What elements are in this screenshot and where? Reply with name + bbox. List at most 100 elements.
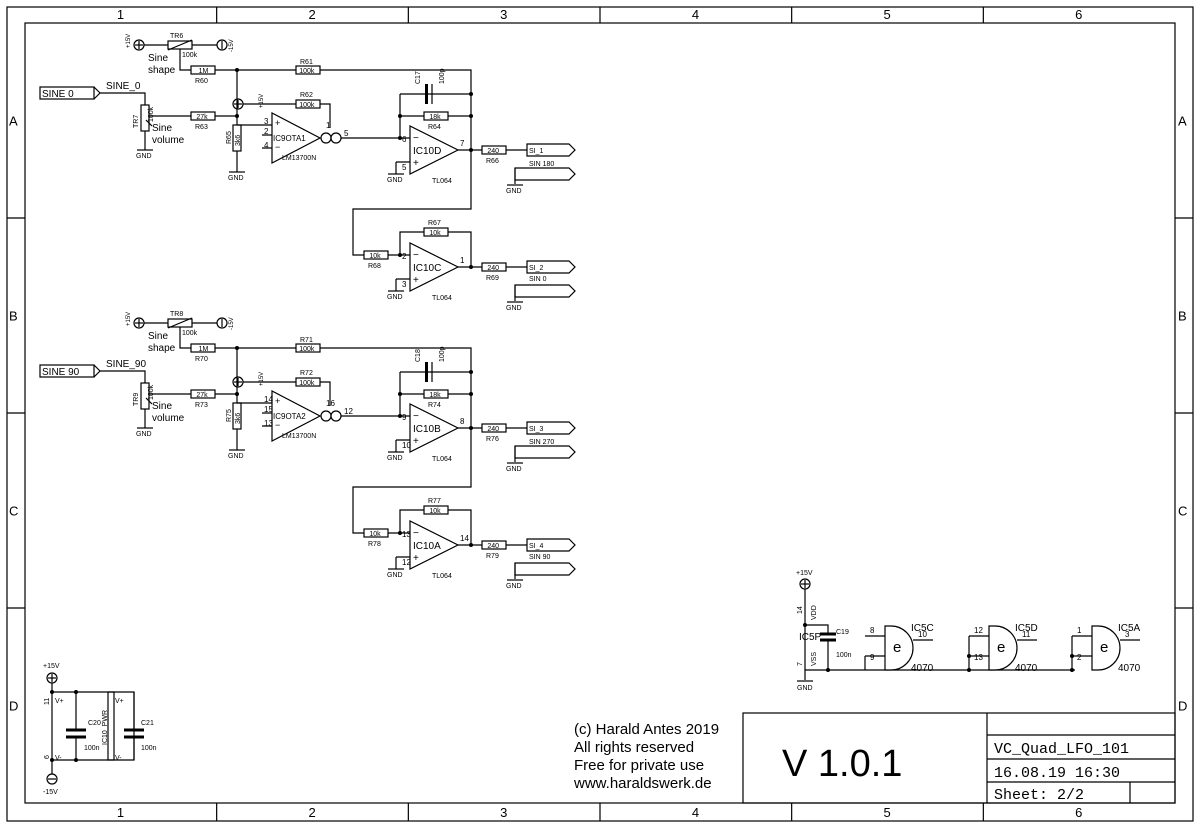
gates-pos-label: +15V xyxy=(796,570,813,577)
pwr-vplus-1: V+ xyxy=(55,698,64,705)
ground-label: GND xyxy=(506,466,522,473)
opamp-a-part: TL064 xyxy=(432,178,452,185)
wire xyxy=(243,381,331,406)
ota-plus: + xyxy=(275,396,280,406)
resistor-27k-ref: R63 xyxy=(195,124,208,131)
resistor-inv-fb xyxy=(423,227,449,237)
output-port-a xyxy=(526,421,576,435)
ic10-power-section: +15V C20 100n C21 100n V+ V- V+ V- IC10_… xyxy=(43,663,157,796)
xor-input-wire xyxy=(1072,635,1092,657)
c21-ref: C21 xyxy=(141,720,154,727)
copyright-line-2: All rights reserved xyxy=(574,739,694,756)
output-port-a-gnd xyxy=(514,167,576,181)
resistor-18k xyxy=(423,111,449,121)
copyright-line-4: www.haraldswerk.de xyxy=(573,775,712,792)
resistor-1m-ref: R60 xyxy=(195,78,208,85)
volume-trimpot-ref: TR9 xyxy=(133,393,140,406)
pwr-pin-pos: 11 xyxy=(44,698,51,705)
resistor-1m-value: 1M xyxy=(199,68,209,75)
ota-part: LM13700N xyxy=(282,155,316,162)
xor-gate-ref: IC5C xyxy=(911,623,934,634)
ground-label: GND xyxy=(228,453,244,460)
wire xyxy=(352,150,472,256)
ota-minus: − xyxy=(275,142,280,152)
wire xyxy=(395,439,410,452)
resistor-feedback-ref: R71 xyxy=(300,337,313,344)
sheet-label: Sheet: 2/2 xyxy=(994,787,1084,804)
xor-gate-part: 4070 xyxy=(911,663,934,674)
frame-row-label-left: C xyxy=(9,504,18,519)
sine-0-shaper-section: SINE 0SINE_0100kTR7GNDSinevolume27kR63+1… xyxy=(39,33,576,312)
wire xyxy=(395,556,410,569)
title-block: V 1.0.1 VC_Quad_LFO_101 16.08.19 16:30 S… xyxy=(742,712,1176,804)
xor-gate-body xyxy=(884,625,914,671)
ota-ref: IC9OTA2 xyxy=(273,412,306,421)
frame-column-label-bottom: 5 xyxy=(884,805,891,820)
junction-dot xyxy=(469,543,473,547)
frame-column-label-top: 2 xyxy=(309,7,316,22)
ground-label: GND xyxy=(136,431,152,438)
resistor-out-b-ref: R79 xyxy=(486,553,499,560)
output-net-b: SI_2 xyxy=(529,265,544,272)
resistor-ota-value: 100k xyxy=(299,102,315,109)
shape-trimpot-ref: TR6 xyxy=(170,33,183,40)
resistor-out-a-ref: R76 xyxy=(486,436,499,443)
frame-column-label-top: 3 xyxy=(500,7,507,22)
frame-column-label-bottom: 1 xyxy=(117,805,124,820)
opamp-b-plus: + xyxy=(413,553,419,564)
opamp-b-part: TL064 xyxy=(432,295,452,302)
capacitor-value: 100p xyxy=(439,346,446,362)
frame-column-label-bottom: 6 xyxy=(1075,805,1082,820)
vdd-pin: 14 xyxy=(797,606,804,614)
ground-label: GND xyxy=(228,175,244,182)
wire xyxy=(399,231,472,267)
ota-pin-3: 4 xyxy=(264,141,269,150)
resistor-feedback xyxy=(295,343,321,353)
resistor-1m-value: 1M xyxy=(199,346,209,353)
shape-trimpot-value: 100k xyxy=(182,52,198,59)
resistor-inv-fb-ref: R67 xyxy=(428,220,441,227)
opamp-b-pin-inv: 13 xyxy=(402,530,411,539)
capacitor-fb xyxy=(425,84,428,104)
c20-ref: C20 xyxy=(88,720,101,727)
ground-label: GND xyxy=(506,188,522,195)
resistor-out-b-value: 240 xyxy=(487,543,499,550)
ota-pin-out: 12 xyxy=(344,407,353,416)
neg-label: -15V xyxy=(229,317,235,330)
input-port-label: SINE 90 xyxy=(42,367,80,378)
resistor-inv-in-ref: R78 xyxy=(368,541,381,548)
resistor-ota xyxy=(295,99,321,109)
ota-diode-circle xyxy=(320,132,332,144)
frame-row-label-right: B xyxy=(1178,309,1187,324)
ota-minus: − xyxy=(275,420,280,430)
ota-pin-2: 15 xyxy=(264,405,273,414)
input-port-label: SINE 0 xyxy=(42,89,74,100)
ota-pin-1: 3 xyxy=(264,117,269,126)
ota-amplifier xyxy=(271,390,322,442)
opamp-a-pin-noninv: 5 xyxy=(402,163,407,172)
pwr-vminus-1: V- xyxy=(55,755,62,762)
junction-dot xyxy=(398,114,402,118)
neg-label: -15V xyxy=(229,39,235,52)
xor-gate-symbol: e xyxy=(1100,639,1108,656)
shape-trimpot-arrow xyxy=(167,317,193,329)
copyright-block: (c) Harald Antes 2019 All rights reserve… xyxy=(573,721,719,792)
output-port-b-gnd xyxy=(514,562,576,576)
input-net-label: SINE_0 xyxy=(106,81,141,92)
output-port-a-gnd xyxy=(514,445,576,459)
junction-dot xyxy=(1070,654,1074,658)
ic5p-ref: IC5P xyxy=(799,632,822,643)
resistor-3k6-ref: R75 xyxy=(226,409,233,422)
ota-amplifier xyxy=(271,112,322,164)
xor-gate-part: 4070 xyxy=(1015,663,1038,674)
capacitor-value: 100p xyxy=(439,68,446,84)
frame-row-label-left: D xyxy=(9,699,18,714)
xor-pin-in1: 1 xyxy=(1077,626,1082,635)
opamp-a-part: TL064 xyxy=(432,456,452,463)
resistor-inv-in-value: 10k xyxy=(369,253,381,260)
shape-label-2: shape xyxy=(148,343,176,354)
frame-row-label-right: A xyxy=(1178,114,1187,129)
pwr-vminus-2: V- xyxy=(115,755,122,762)
opamp-b-minus: − xyxy=(413,528,419,539)
opamp-a xyxy=(409,125,460,175)
